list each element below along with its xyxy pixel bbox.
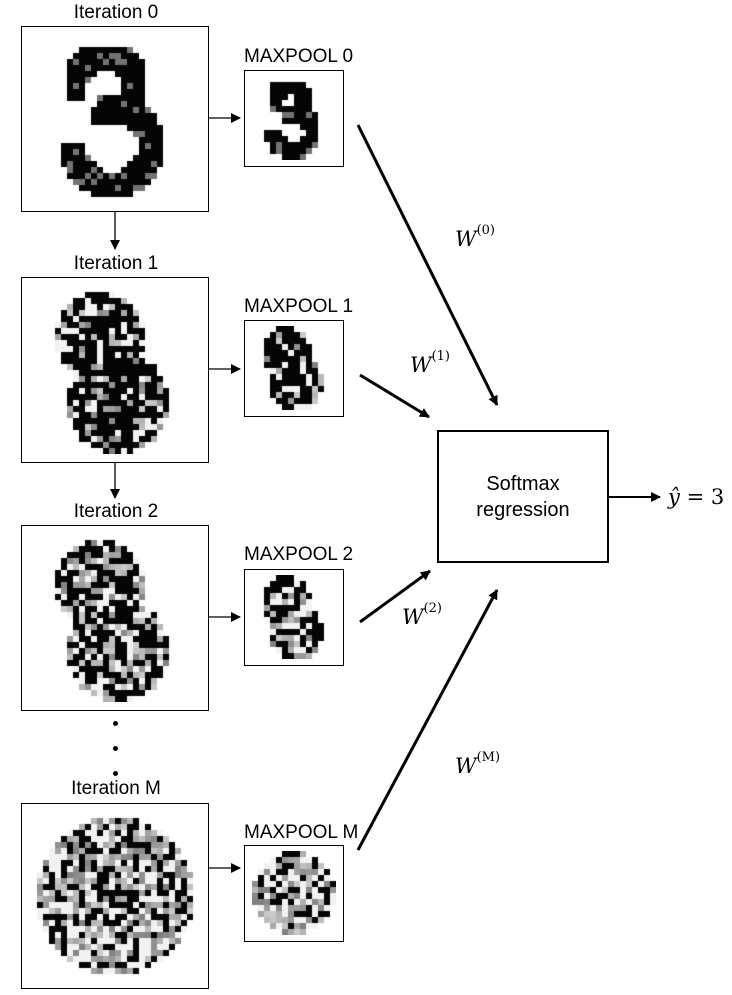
arrow-poolM-to-softmax (356, 589, 499, 851)
maxpool-2-image (244, 569, 344, 666)
prediction-symbol: ŷ (668, 485, 680, 509)
softmax-regression-box: Softmax regression (437, 430, 609, 563)
ellipsis-dot (113, 771, 118, 776)
iteration-0-label: Iteration 0 (73, 2, 159, 23)
arrow-pool0-to-softmax (356, 124, 499, 406)
ellipsis-dot (113, 721, 118, 726)
weight-1-superscript: (1) (431, 349, 451, 365)
iteration-1-label: Iteration 1 (73, 253, 159, 274)
weight-0-symbol: W (455, 227, 477, 251)
iteration-m-pixels (31, 812, 199, 980)
iteration-0-pixels (31, 35, 199, 203)
maxpool-m-pixels (252, 851, 336, 935)
iteration-m-image (21, 803, 209, 989)
ellipsis-dot (113, 746, 118, 751)
weight-2-label: W(2) (402, 601, 442, 629)
iteration-2-label: Iteration 2 (73, 501, 159, 522)
maxpool-0-image (244, 70, 344, 167)
maxpool-1-pixels (252, 326, 336, 410)
iteration-2-pixels (31, 534, 199, 702)
softmax-line2: regression (476, 498, 570, 521)
iteration-1-pixels (31, 286, 199, 454)
weight-1-label: W(1) (410, 349, 450, 377)
maxpool-1-label: MAXPOOL 1 (244, 296, 354, 317)
maxpool-0-label: MAXPOOL 0 (244, 46, 354, 67)
weight-1-symbol: W (410, 353, 432, 377)
prediction-output: ŷ = 3 (668, 485, 724, 509)
weight-2-superscript: (2) (423, 601, 443, 617)
arrow-pool1-to-softmax (359, 373, 430, 419)
arrow-pool2-to-softmax (359, 569, 431, 624)
softmax-line1: Softmax (486, 472, 560, 495)
weight-0-superscript: (0) (476, 223, 496, 239)
weight-2-symbol: W (402, 605, 424, 629)
maxpool-m-image (244, 845, 344, 942)
weight-0-label: W(0) (455, 223, 495, 251)
iteration-0-image (21, 26, 209, 212)
prediction-equals: = (686, 485, 705, 509)
maxpool-2-label: MAXPOOL 2 (244, 544, 354, 565)
prediction-value: 3 (710, 485, 725, 509)
weight-m-symbol: W (455, 754, 477, 778)
iteration-2-image (21, 525, 209, 711)
weight-m-superscript: (M) (476, 750, 501, 766)
maxpool-1-image (244, 320, 344, 417)
maxpool-2-pixels (252, 575, 336, 659)
weight-m-label: W(M) (455, 750, 500, 778)
iteration-1-image (21, 277, 209, 463)
maxpool-0-pixels (252, 76, 336, 160)
maxpool-m-label: MAXPOOL M (244, 822, 359, 843)
iteration-m-label: Iteration M (71, 778, 161, 799)
